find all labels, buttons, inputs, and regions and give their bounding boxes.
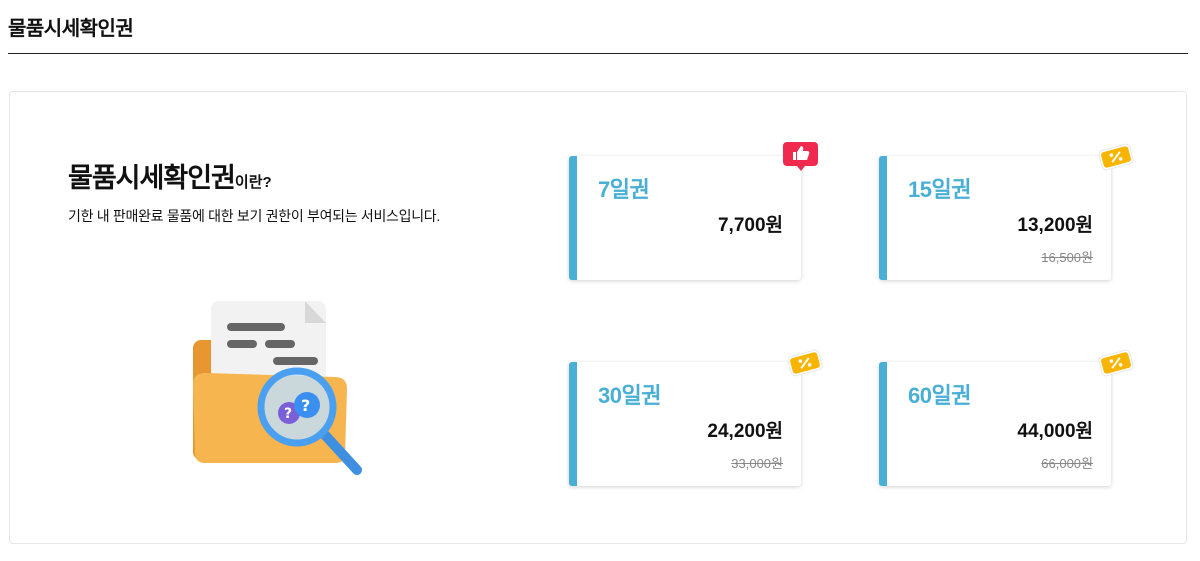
intro-heading: 물품시세확인권이란? (68, 156, 272, 195)
plan-original-price: 33,000원 (731, 456, 783, 471)
coupon-icon (1095, 141, 1137, 178)
svg-text:?: ? (284, 406, 292, 422)
plan-name: 15일권 (908, 177, 971, 202)
plan-card-15day[interactable]: 15일권 13,200원 16,500원 (879, 156, 1111, 280)
plan-name: 7일권 (598, 177, 650, 202)
plan-original-price: 66,000원 (1041, 456, 1093, 471)
plan-card-30day[interactable]: 30일권 24,200원 33,000원 (569, 362, 801, 486)
page-title: 물품시세확인권 (8, 18, 134, 40)
info-panel (9, 91, 1187, 544)
intro-title-suffix: 이란? (234, 174, 272, 191)
plan-price: 44,000원 (1017, 421, 1093, 442)
coupon-icon (784, 347, 826, 384)
title-divider (8, 53, 1188, 54)
intro-title: 물품시세확인권 (68, 163, 236, 193)
plan-card-7day[interactable]: 7일권 7,700원 (569, 156, 801, 280)
coupon-icon (1095, 347, 1137, 384)
svg-text:?: ? (301, 396, 310, 415)
plan-original-price: 16,500원 (1041, 250, 1093, 265)
plan-price: 7,700원 (717, 215, 783, 236)
plan-price: 13,200원 (1017, 215, 1093, 236)
thumbs-up-icon (783, 142, 819, 177)
plan-name: 60일권 (908, 383, 971, 408)
folder-search-illustration: ? ? (185, 295, 370, 490)
plan-name: 30일권 (598, 383, 661, 408)
plan-price: 24,200원 (707, 421, 783, 442)
intro-description: 기한 내 판매완료 물품에 대한 보기 권한이 부여되는 서비스입니다. (68, 208, 440, 224)
plan-card-60day[interactable]: 60일권 44,000원 66,000원 (879, 362, 1111, 486)
